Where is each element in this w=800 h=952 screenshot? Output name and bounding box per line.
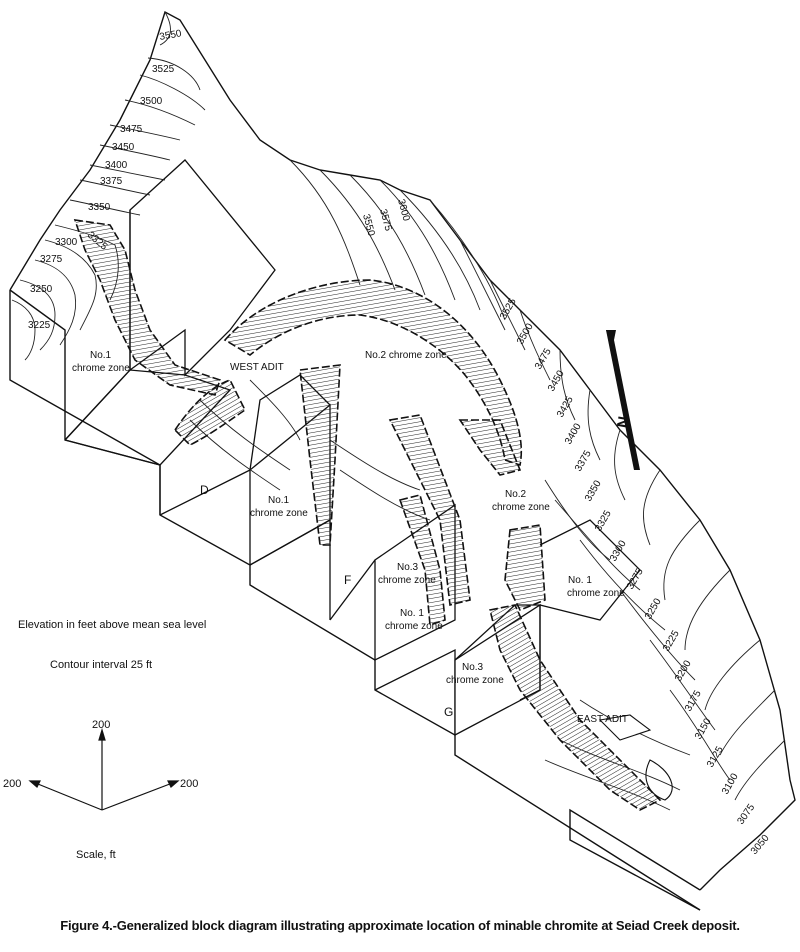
- section-label-d: D: [200, 483, 209, 497]
- scale-left-label: 200: [3, 778, 21, 790]
- section-blocks: [64, 159, 641, 737]
- zone-number-label: No.3: [397, 562, 419, 573]
- west-adit-fan: [173, 379, 247, 446]
- zone-number-label: No. 1: [568, 575, 592, 586]
- zone-chrome-label: chrome zone: [250, 508, 308, 519]
- elevation-note: Elevation in feet above mean sea level: [18, 619, 206, 631]
- zone-chrome-label: chrome zone: [378, 575, 436, 586]
- contour-label: 3550: [360, 213, 376, 238]
- zone-number-label: No.3: [462, 662, 484, 673]
- chrome-zone-no2: [223, 279, 523, 467]
- contour-label: 3250: [643, 596, 664, 621]
- contour-label: 3150: [693, 716, 714, 741]
- contour-lines: [11, 11, 786, 811]
- contour-label: 3550: [159, 28, 183, 43]
- contour-label: 3275: [40, 254, 63, 265]
- contour-label: 3075: [735, 802, 757, 827]
- zone-number-label: No. 1: [400, 608, 424, 619]
- chrome-zone-no1-lower: [388, 414, 471, 606]
- chrome-zones: [73, 219, 662, 811]
- chrome-zone-no3-middle: [398, 494, 446, 627]
- contour-label: 3350: [583, 478, 604, 503]
- contour-label: 3400: [563, 421, 584, 446]
- zone-chrome-label: chrome zone: [492, 502, 550, 513]
- contour-label: 3475: [120, 124, 143, 135]
- contour-labels-upper: 3550 3525 3500 3475 3450 3400 3375 3350 …: [28, 28, 183, 331]
- scale-up-label: 200: [92, 719, 110, 731]
- east-adit-structure: [598, 714, 673, 801]
- scale-labels: 200 200 200 Scale, ft: [3, 719, 198, 861]
- scale-caption: Scale, ft: [76, 849, 116, 861]
- contour-label: 3500: [140, 96, 163, 107]
- contour-label: 3325: [593, 508, 614, 533]
- contour-label: 3300: [608, 538, 629, 563]
- contour-interval-note: Contour interval 25 ft: [50, 659, 152, 671]
- zone-number-label: No.1: [90, 350, 112, 361]
- figure-caption: Figure 4.-Generalized block diagram illu…: [60, 918, 740, 933]
- contour-label: 3525: [152, 64, 175, 75]
- west-adit-label: WEST ADIT: [230, 362, 284, 373]
- contour-label: 3375: [100, 176, 123, 187]
- contour-label: 3125: [705, 744, 726, 769]
- north-arrow-letter: N: [615, 415, 634, 429]
- contour-label: 3050: [749, 832, 772, 856]
- contour-label: 3225: [28, 320, 51, 331]
- contour-label: 3300: [55, 237, 78, 248]
- scale-bar: [28, 727, 180, 811]
- contour-label: 3225: [661, 628, 682, 653]
- scale-right-label: 200: [180, 778, 198, 790]
- zone-number-label: No.2: [505, 489, 527, 500]
- north-arrow: N: [606, 330, 640, 470]
- contour-label: 3100: [720, 771, 741, 796]
- zone-number-label: No.1: [268, 495, 290, 506]
- legend: Elevation in feet above mean sea level C…: [18, 619, 206, 671]
- zone-chrome-label: chrome zone: [446, 675, 504, 686]
- contour-label: 3450: [112, 142, 135, 153]
- zone-chrome-label: chrome zone: [567, 588, 625, 599]
- zone-labels: No.1 chrome zone WEST ADIT No.2 chrome z…: [72, 350, 628, 725]
- no2-chrome-zone-label: No.2 chrome zone: [365, 350, 447, 361]
- chrome-zone-no3-lower: [489, 604, 662, 811]
- contour-label: 3350: [88, 202, 111, 213]
- contour-label: 3525: [498, 296, 519, 321]
- zone-chrome-label: chrome zone: [385, 621, 443, 632]
- contour-label: 3575: [377, 208, 393, 233]
- contour-label: 3400: [105, 160, 128, 171]
- section-label-g: G: [444, 705, 453, 719]
- section-labels: D F G: [200, 483, 453, 719]
- contour-label: 3600: [395, 198, 411, 223]
- contour-label: 3275: [625, 566, 646, 591]
- contour-labels-middle: 3600 3575 3550: [360, 198, 411, 238]
- chrome-zone-no1-right: [504, 524, 546, 612]
- chrome-zone-no1-middle: [299, 364, 341, 546]
- contour-label: 3200: [673, 658, 694, 683]
- zone-chrome-label: chrome zone: [72, 363, 130, 374]
- chrome-zone-no2-right: [458, 419, 522, 476]
- contour-label: 3250: [30, 284, 53, 295]
- contour-label: 3375: [573, 448, 594, 473]
- section-label-f: F: [344, 573, 351, 587]
- east-adit-label: EAST ADIT: [577, 714, 628, 725]
